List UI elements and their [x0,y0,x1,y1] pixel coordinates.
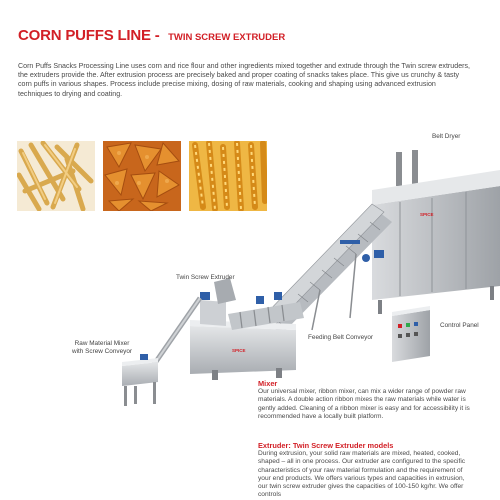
product-photo-spirals [189,141,267,211]
extruder-section: Extruder: Twin Screw Extruder models Dur… [258,441,470,500]
extruder-body: During extrusion, your solid raw materia… [258,450,466,499]
control-panel-machine [392,306,430,362]
label-twin-screw-extruder: Twin Screw Extruder [176,274,235,281]
belt-dryer-machine [372,150,500,314]
label-control-panel: Control Panel [440,322,479,329]
mixer-title: Mixer [258,379,278,388]
raw-material-mixer-machine [122,296,203,406]
label-feeding-belt-conveyor: Feeding Belt Conveyor [308,334,374,341]
label-belt-dryer: Belt Dryer [432,133,461,140]
product-photo-sticks [17,141,95,211]
label-raw-mixer-line1: Raw Material Mixer [74,340,130,347]
product-photo-triangles [103,141,181,211]
title-main: CORN PUFFS LINE - [18,27,160,44]
extruder-title: Extruder: Twin Screw Extruder models [258,441,394,450]
title-sub: TWIN SCREW EXTRUDER [168,32,286,43]
label-raw-mixer-line2: with Screw Conveyor [72,347,133,355]
mixer-section: Mixer Our universal mixer, ribbon mixer,… [258,379,470,421]
label-raw-material-mixer: Raw Material Mixer with Screw Conveyor [72,340,132,355]
mixer-body: Our universal mixer, ribbon mixer, can m… [258,388,470,420]
dryer-brand-mark: SPICE [420,212,434,217]
page-title: CORN PUFFS LINE - TWIN SCREW EXTRUDER [18,27,285,45]
twin-screw-extruder-machine [190,278,304,380]
intro-paragraph: Corn Puffs Snacks Processing Line uses c… [18,62,471,98]
extruder-brand-mark: SPICE [232,348,246,353]
